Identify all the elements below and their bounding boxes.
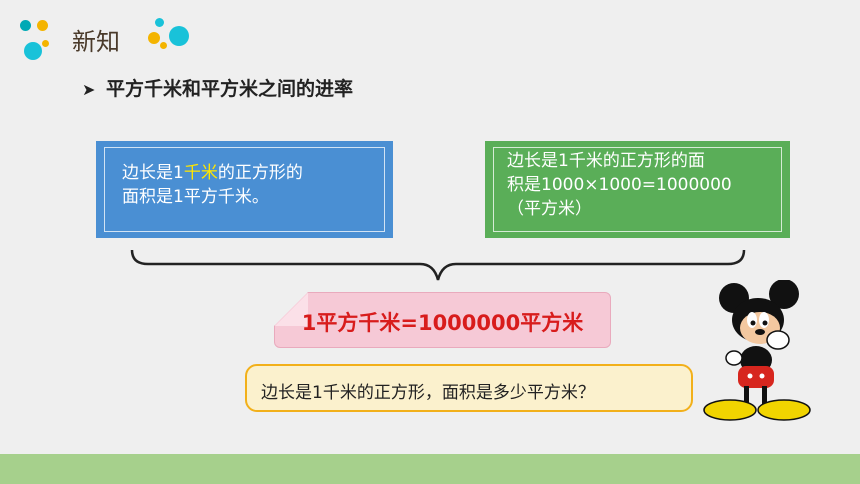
info-box-blue: 边长是1千米的正方形的 面积是1平方千米。 <box>96 141 393 238</box>
green-line1: 边长是1千米的正方形的面 <box>507 151 705 171</box>
section-title: 新知 <box>72 28 120 56</box>
blue-line1-pre: 边长是1 <box>122 163 184 183</box>
subheading: ➤ 平方千米和平方米之间的进率 <box>82 74 353 101</box>
blue-line2: 面积是1平方千米。 <box>122 187 269 207</box>
blue-line1-post: 的正方形的 <box>217 163 303 183</box>
green-line3: （平方米） <box>507 199 592 219</box>
subheading-text: 平方千米和平方米之间的进率 <box>106 78 354 100</box>
info-box-green: 边长是1千米的正方形的面 积是1000×1000=1000000 （平方米） <box>485 141 790 238</box>
green-line2: 积是1000×1000=1000000 <box>507 175 732 195</box>
question-bubble: 边长是1千米的正方形，面积是多少平方米？ <box>245 364 693 412</box>
curly-brace <box>130 249 746 281</box>
mickey-mouse-illustration <box>703 280 811 421</box>
equation-text: 1平方千米=1000000平方米 <box>301 311 584 335</box>
ground-strip <box>0 454 860 484</box>
question-text: 边长是1千米的正方形，面积是多少平方米？ <box>261 383 595 403</box>
equation-box: 1平方千米=1000000平方米 <box>274 292 611 348</box>
arrow-right-icon: ➤ <box>82 80 96 99</box>
blue-line1-highlight: 千米 <box>183 163 218 183</box>
